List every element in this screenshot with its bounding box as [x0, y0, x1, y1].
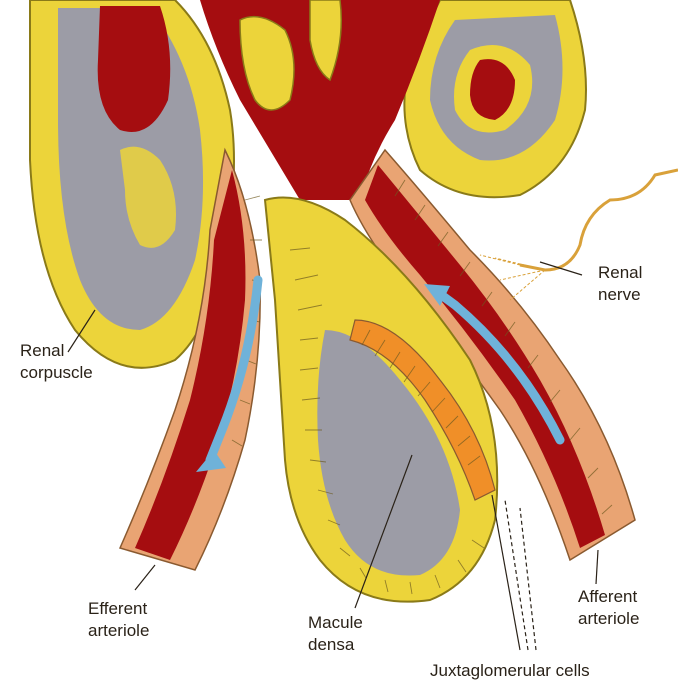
label-efferent-arteriole-line2: arteriole — [88, 620, 149, 642]
label-macula-densa-line2: densa — [308, 634, 363, 656]
right-renal-corpuscle — [404, 0, 586, 197]
label-renal-nerve-line2: nerve — [598, 284, 642, 306]
label-afferent-arteriole-line1: Afferent — [578, 586, 639, 608]
label-renal-nerve-line1: Renal — [598, 262, 642, 284]
label-macula-densa-line1: Macule — [308, 612, 363, 634]
label-afferent-arteriole: Afferent arteriole — [578, 586, 639, 630]
efferent-arteriole-leader — [135, 565, 155, 590]
juxtaglomerular-leader-3 — [520, 508, 536, 650]
label-afferent-arteriole-line2: arteriole — [578, 608, 639, 630]
label-juxtaglomerular-cells: Juxtaglomerular cells — [430, 660, 590, 682]
label-renal-corpuscle: Renal corpuscle — [20, 340, 93, 384]
afferent-arteriole-leader — [596, 550, 598, 584]
label-renal-nerve: Renal nerve — [598, 262, 642, 306]
label-renal-corpuscle-line2: corpuscle — [20, 362, 93, 384]
label-efferent-arteriole: Efferent arteriole — [88, 598, 149, 642]
label-efferent-arteriole-line1: Efferent — [88, 598, 149, 620]
label-macula-densa: Macule densa — [308, 612, 363, 656]
label-renal-corpuscle-line1: Renal — [20, 340, 93, 362]
